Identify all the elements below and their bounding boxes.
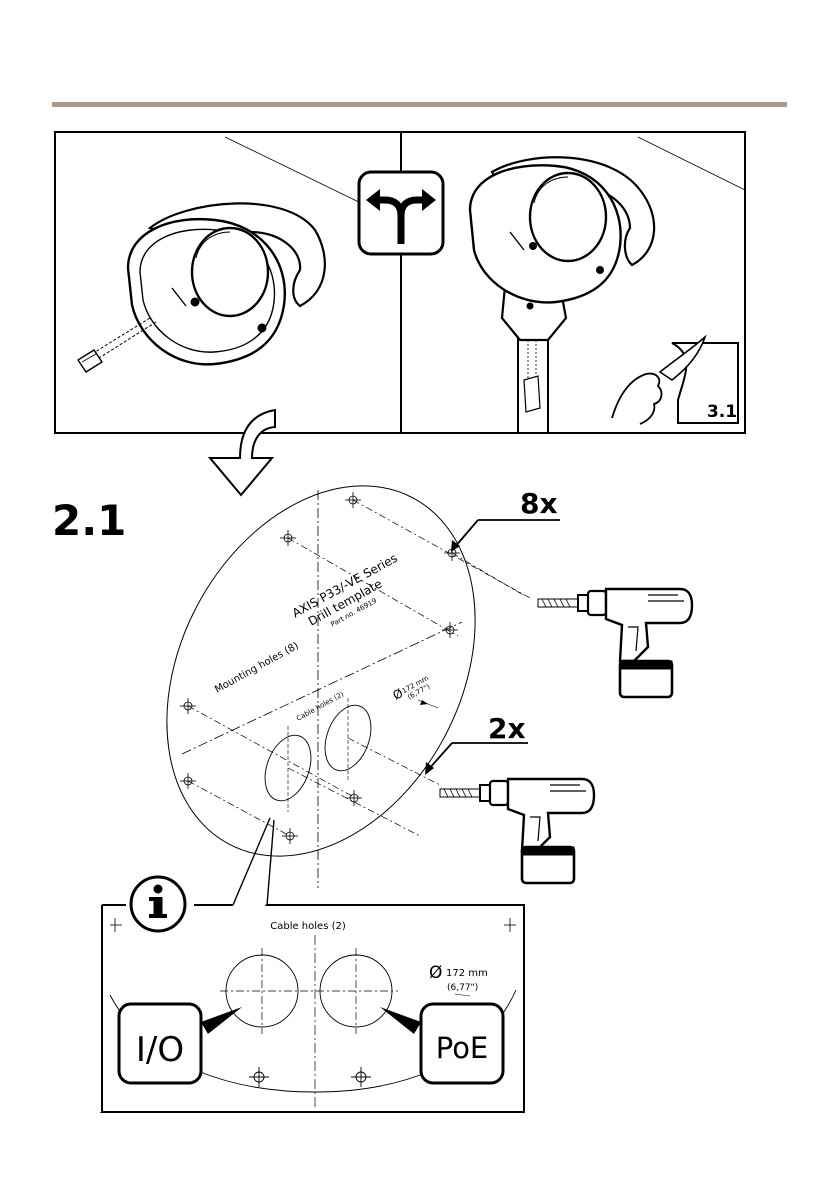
step-number: 2.1 <box>52 496 126 545</box>
detail-diameter-inch: (6,77") <box>447 983 478 993</box>
drill-icon <box>440 779 594 883</box>
info-icon <box>131 877 185 931</box>
top-panel: 3.1 <box>55 132 745 433</box>
io-label-text: I/O <box>136 1030 184 1070</box>
drill-template-illustration: AXIS P33/-VE Series Drill template Part … <box>105 432 536 910</box>
detail-cable-holes-label: Cable holes (2) <box>270 921 346 932</box>
header-rule <box>52 102 787 107</box>
step-reference-label: 3.1 <box>707 402 737 422</box>
mounting-holes-callout: 8x <box>451 487 560 552</box>
poe-label-text: PoE <box>436 1031 489 1065</box>
detail-box: Cable holes (2) Ø 172 mm (6,77") I/O PoE <box>102 818 524 1112</box>
drill-icon <box>538 589 692 697</box>
diameter-icon: Ø <box>429 963 442 983</box>
split-arrow-icon <box>359 172 443 254</box>
drill-count-cable: 2x <box>488 712 526 745</box>
detail-diameter-value: 172 mm <box>446 968 488 979</box>
drill-count-mounting: 8x <box>520 487 558 520</box>
